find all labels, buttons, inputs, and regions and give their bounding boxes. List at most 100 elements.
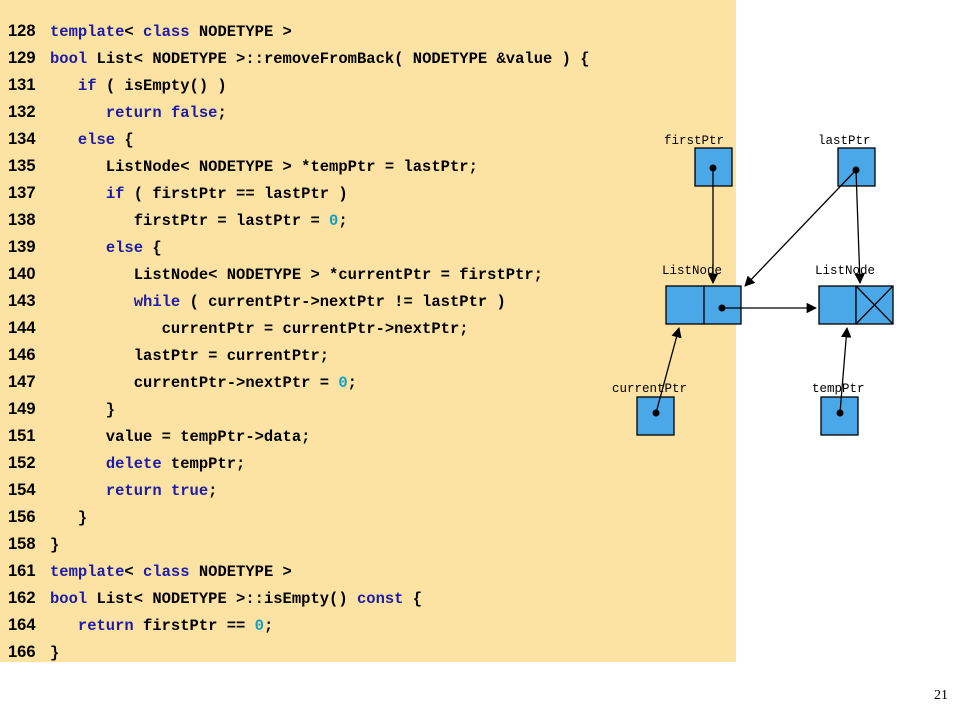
code-token xyxy=(50,455,106,473)
line-number: 147 xyxy=(8,373,36,391)
current-ptr-label: currentPtr xyxy=(612,382,687,396)
code-line: 143 while ( currentPtr->nextPtr != lastP… xyxy=(8,288,590,315)
line-number: 151 xyxy=(8,427,36,445)
code-token: return xyxy=(105,482,162,500)
code-token xyxy=(50,104,106,122)
line-number: 161 xyxy=(8,562,36,580)
line-number: 129 xyxy=(8,49,36,67)
code-token: ( currentPtr->nextPtr != lastPtr ) xyxy=(180,293,506,311)
code-token: else xyxy=(105,239,144,257)
line-number: 132 xyxy=(8,103,36,121)
code-token: lastPtr = currentPtr; xyxy=(50,347,330,365)
code-token: bool xyxy=(50,50,88,68)
code-token: } xyxy=(50,401,116,419)
code-token: ( isEmpty() ) xyxy=(96,77,227,95)
code-token: ; xyxy=(208,482,218,500)
line-number: 164 xyxy=(8,616,36,634)
code-token: template xyxy=(50,23,125,41)
code-token xyxy=(50,617,78,635)
code-line: 149 } xyxy=(8,396,590,423)
node2-data-cell xyxy=(818,285,857,325)
code-line: 138 firstPtr = lastPtr = 0; xyxy=(8,207,590,234)
code-token: if xyxy=(105,185,125,203)
code-line: 146 lastPtr = currentPtr; xyxy=(8,342,590,369)
code-token: ; xyxy=(217,104,227,122)
page-number: 21 xyxy=(934,688,948,703)
code-line: 158} xyxy=(8,531,590,558)
code-token: delete xyxy=(105,455,162,473)
last-ptr-label: lastPtr xyxy=(818,134,871,148)
line-number: 128 xyxy=(8,22,36,40)
code-token: tempPtr; xyxy=(161,455,246,473)
node1-data-cell xyxy=(665,285,705,325)
code-token: firstPtr = lastPtr = xyxy=(50,212,330,230)
code-token: while xyxy=(133,293,181,311)
code-token: return xyxy=(105,104,162,122)
code-token: < xyxy=(124,563,144,581)
code-token: List< NODETYPE >::removeFromBack( NODETY… xyxy=(87,50,590,68)
code-token xyxy=(50,77,78,95)
code-line: 137 if ( firstPtr == lastPtr ) xyxy=(8,180,590,207)
code-token: ListNode< NODETYPE > *currentPtr = first… xyxy=(50,266,543,284)
code-token: NODETYPE > xyxy=(189,563,292,581)
code-token: 0 xyxy=(329,212,339,230)
line-number: 166 xyxy=(8,643,36,661)
code-token: ; xyxy=(338,212,348,230)
code-token: if xyxy=(77,77,97,95)
null-cross-line-2 xyxy=(855,285,894,325)
node2-label: ListNode xyxy=(815,264,875,278)
line-number: 131 xyxy=(8,76,36,94)
code-token: const xyxy=(356,590,404,608)
code-line: 164 return firstPtr == 0; xyxy=(8,612,590,639)
code-line: 151 value = tempPtr->data; xyxy=(8,423,590,450)
line-number: 143 xyxy=(8,292,36,310)
code-token: } xyxy=(50,536,60,554)
code-line: 135 ListNode< NODETYPE > *tempPtr = last… xyxy=(8,153,590,180)
line-number: 146 xyxy=(8,346,36,364)
line-number: 139 xyxy=(8,238,36,256)
code-token: } xyxy=(50,644,60,662)
code-token: firstPtr == xyxy=(133,617,255,635)
code-token: currentPtr->nextPtr = xyxy=(50,374,339,392)
code-token: currentPtr = currentPtr->nextPtr; xyxy=(50,320,469,338)
code-line: 156 } xyxy=(8,504,590,531)
code-token: NODETYPE > xyxy=(189,23,292,41)
code-token: value = tempPtr->data; xyxy=(50,428,311,446)
code-line: 140 ListNode< NODETYPE > *currentPtr = f… xyxy=(8,261,590,288)
code-token xyxy=(50,293,134,311)
code-line: 131 if ( isEmpty() ) xyxy=(8,72,590,99)
code-token: ; xyxy=(347,374,357,392)
code-token xyxy=(50,131,78,149)
code-token: ( firstPtr == lastPtr ) xyxy=(124,185,348,203)
temp-ptr-label: tempPtr xyxy=(812,382,865,396)
last-ptr-to-node2-arrow xyxy=(854,169,865,285)
code-token: ListNode< NODETYPE > *tempPtr = lastPtr; xyxy=(50,158,478,176)
code-token: ; xyxy=(263,617,274,635)
code-token xyxy=(162,482,171,500)
code-line: 147 currentPtr->nextPtr = 0; xyxy=(8,369,590,396)
linked-list-diagram: firstPtr lastPtr ListNode ListNode curre… xyxy=(612,134,894,436)
code-token: class xyxy=(143,563,190,581)
code-token: < xyxy=(124,23,144,41)
code-token xyxy=(50,482,106,500)
line-number: 152 xyxy=(8,454,36,472)
line-number: 158 xyxy=(8,535,36,553)
code-token: { xyxy=(143,239,162,257)
code-token xyxy=(50,239,106,257)
code-line: 154 return true; xyxy=(8,477,590,504)
code-line: 166} xyxy=(8,639,590,666)
code-token: } xyxy=(50,509,88,527)
code-token: template xyxy=(50,563,125,581)
first-ptr-label: firstPtr xyxy=(664,134,724,148)
code-token: class xyxy=(143,23,190,41)
code-line: 152 delete tempPtr; xyxy=(8,450,590,477)
code-token: { xyxy=(403,590,423,608)
code-token: 0 xyxy=(254,617,264,635)
code-line: 129 bool List< NODETYPE >::removeFromBack… xyxy=(8,45,590,72)
code-token: return xyxy=(77,617,134,635)
code-line: 134 else { xyxy=(8,126,590,153)
line-number: 135 xyxy=(8,157,36,175)
